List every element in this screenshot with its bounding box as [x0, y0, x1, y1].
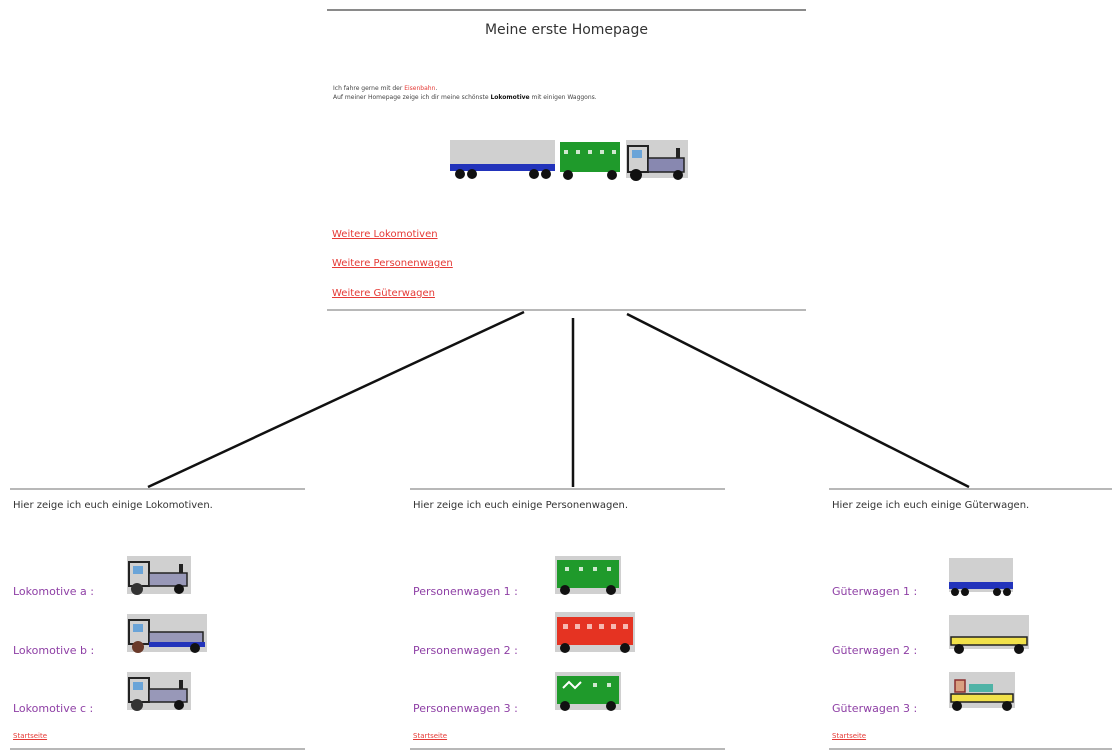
intro-line-2: Auf meiner Homepage zeige ich dir meine … [333, 93, 597, 102]
gueterwagen-1-image [949, 558, 1013, 596]
item-label-lokomotive-a: Lokomotive a : [13, 585, 94, 598]
startseite-link[interactable]: Startseite [13, 732, 48, 740]
personenwagen-2-image [555, 612, 635, 653]
item-label-personenwagen-1: Personenwagen 1 : [413, 585, 518, 598]
train-image [450, 140, 688, 181]
homepage-title: Meine erste Homepage [484, 22, 649, 38]
subpage-top-rule [410, 488, 725, 490]
item-label-lokomotive-b: Lokomotive b : [13, 644, 95, 657]
gueterwagen-2-image [949, 615, 1029, 654]
subpage-bottom-rule [410, 748, 725, 750]
intro-line-1: Ich fahre gerne mit der Eisenbahn. [333, 84, 597, 93]
link-weitere-lokomotiven[interactable]: Weitere Lokomotiven [332, 229, 438, 240]
startseite-link[interactable]: Startseite [832, 732, 867, 740]
item-label-lokomotive-c: Lokomotive c : [13, 702, 94, 715]
subpage-intro: Hier zeige ich euch einige Güterwagen. [832, 500, 1030, 511]
lokomotive-image [626, 140, 688, 181]
item-label-personenwagen-2: Personenwagen 2 : [413, 644, 518, 657]
intro-line2-bold: Lokomotive [490, 94, 530, 101]
subpage-bottom-rule [10, 748, 305, 750]
item-label-gueterwagen-2: Güterwagen 2 : [832, 644, 918, 657]
intro-line1-suffix: . [435, 85, 438, 92]
personenwagen-1-image [555, 556, 621, 595]
item-label-personenwagen-3: Personenwagen 3 : [413, 702, 518, 715]
homepage-top-rule [327, 9, 806, 11]
intro-line2-suffix: mit einigen Waggons. [529, 94, 597, 101]
subpage-lokomotiven: Hier zeige ich euch einige Lokomotiven. … [10, 488, 305, 750]
subpage-gueterwagen: Hier zeige ich euch einige Güterwagen. G… [829, 488, 1112, 750]
personenwagen-3-image [555, 672, 621, 711]
subpage-personenwagen: Hier zeige ich euch einige Personenwagen… [410, 488, 725, 750]
intro-line1-prefix: Ich fahre gerne mit der [333, 85, 405, 92]
subpage-bottom-rule [829, 748, 1112, 750]
homepage-bottom-rule [327, 309, 806, 311]
subpage-top-rule [10, 488, 305, 490]
startseite-link[interactable]: Startseite [413, 732, 448, 740]
subpage-intro: Hier zeige ich euch einige Personenwagen… [413, 500, 629, 511]
item-label-gueterwagen-3: Güterwagen 3 : [832, 702, 918, 715]
lokomotive-a-image [127, 556, 191, 595]
connector-to-lokomotiven [147, 310, 525, 489]
lokomotive-b-image [127, 614, 207, 653]
link-weitere-personenwagen[interactable]: Weitere Personenwagen [332, 258, 453, 269]
intro-line2-prefix: Auf meiner Homepage zeige ich dir meine … [333, 94, 491, 101]
eisenbahn-link[interactable]: Eisenbahn [404, 85, 436, 92]
homepage-intro: Ich fahre gerne mit der Eisenbahn. Auf m… [333, 84, 597, 102]
personenwagen-image [560, 142, 620, 180]
link-weitere-gueterwagen[interactable]: Weitere Güterwagen [332, 288, 435, 299]
connector-to-gueterwagen [626, 312, 970, 489]
gueterwagen-image [450, 140, 555, 179]
subpage-top-rule [829, 488, 1112, 490]
subpage-intro: Hier zeige ich euch einige Lokomotiven. [13, 500, 213, 511]
item-label-gueterwagen-1: Güterwagen 1 : [832, 585, 918, 598]
lokomotive-c-image [127, 672, 191, 711]
gueterwagen-3-image [949, 672, 1015, 711]
